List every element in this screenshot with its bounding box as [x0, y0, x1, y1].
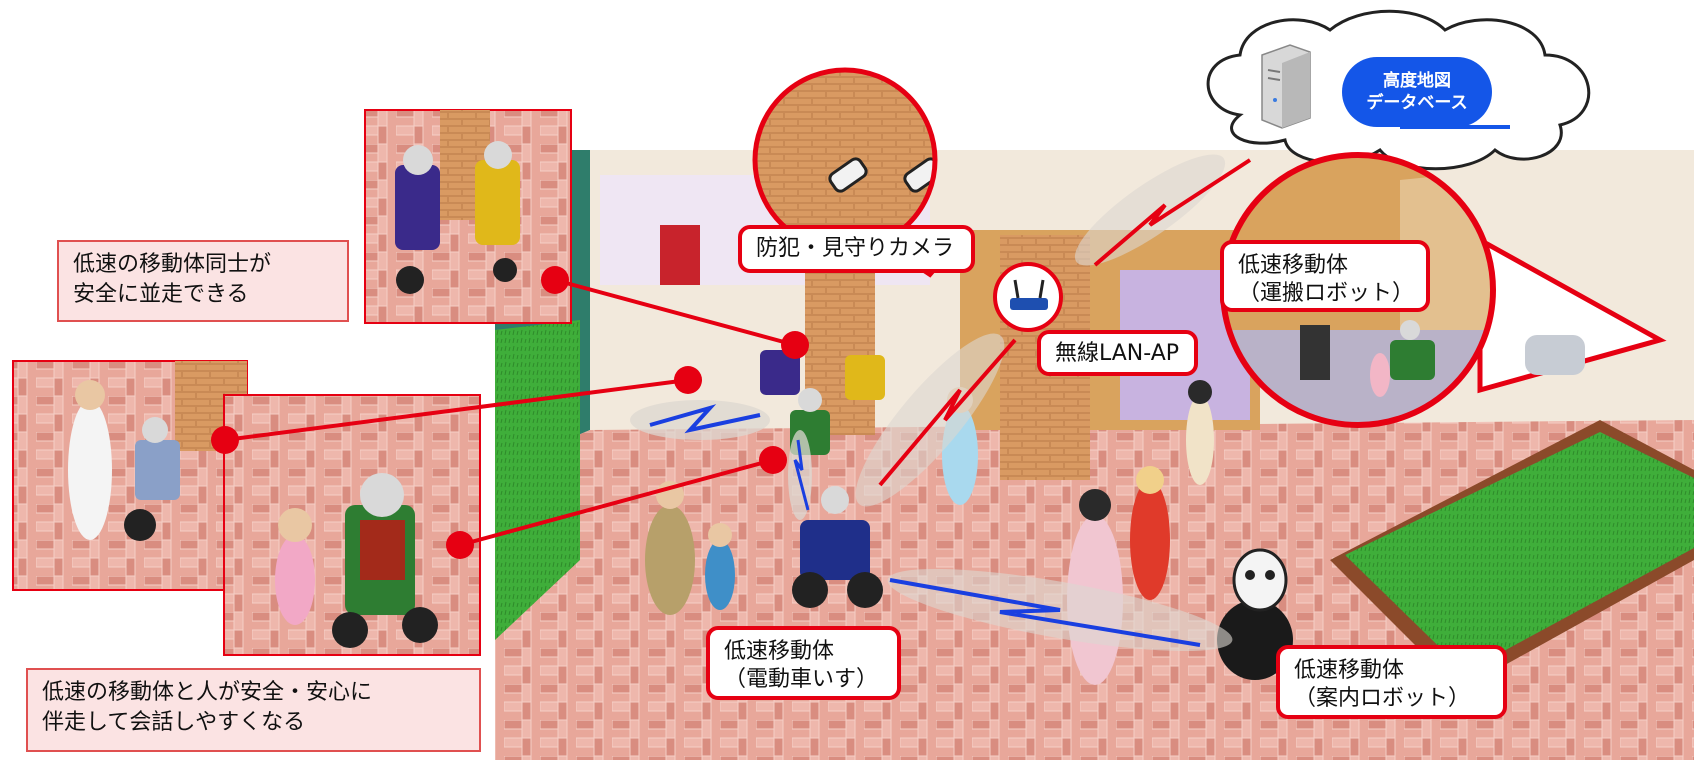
- wireless-router-icon: [993, 262, 1063, 332]
- database-label: 高度地図 データベース: [1366, 71, 1468, 113]
- wheelchair-callout: 低速移動体 （電動車いす）: [706, 626, 901, 700]
- wheelchair-user: [760, 350, 885, 608]
- wifi-ap-callout: 無線LAN-AP: [1037, 330, 1198, 376]
- grass-planter: [495, 320, 580, 640]
- guide-robot-callout: 低速移動体 （案内ロボット）: [1276, 645, 1507, 719]
- camera-callout: 防犯・見守りカメラ: [738, 225, 975, 273]
- transport-robot: [1300, 325, 1330, 380]
- guide-robot: [1217, 548, 1293, 680]
- transport-robot-callout: 低速移動体 （運搬ロボット）: [1220, 240, 1430, 312]
- accompany-note: 低速の移動体と人が安全・安心に 伴走して会話しやすくなる: [26, 668, 481, 752]
- parallel-travel-note: 低速の移動体同士が 安全に並走できる: [57, 240, 349, 322]
- inset-wheelchair-and-caregiver: [12, 360, 248, 591]
- database-badge: [1342, 57, 1492, 127]
- radio-link-icon: [630, 154, 1252, 652]
- security-camera-icon: [828, 157, 935, 193]
- cloud-database: [1206, 9, 1591, 171]
- pointer-lines: [211, 266, 809, 559]
- inset-wheelchair-and-child: [223, 394, 481, 656]
- inset-wheelchairs-side-by-side: [364, 109, 572, 324]
- server-icon: [1261, 44, 1311, 129]
